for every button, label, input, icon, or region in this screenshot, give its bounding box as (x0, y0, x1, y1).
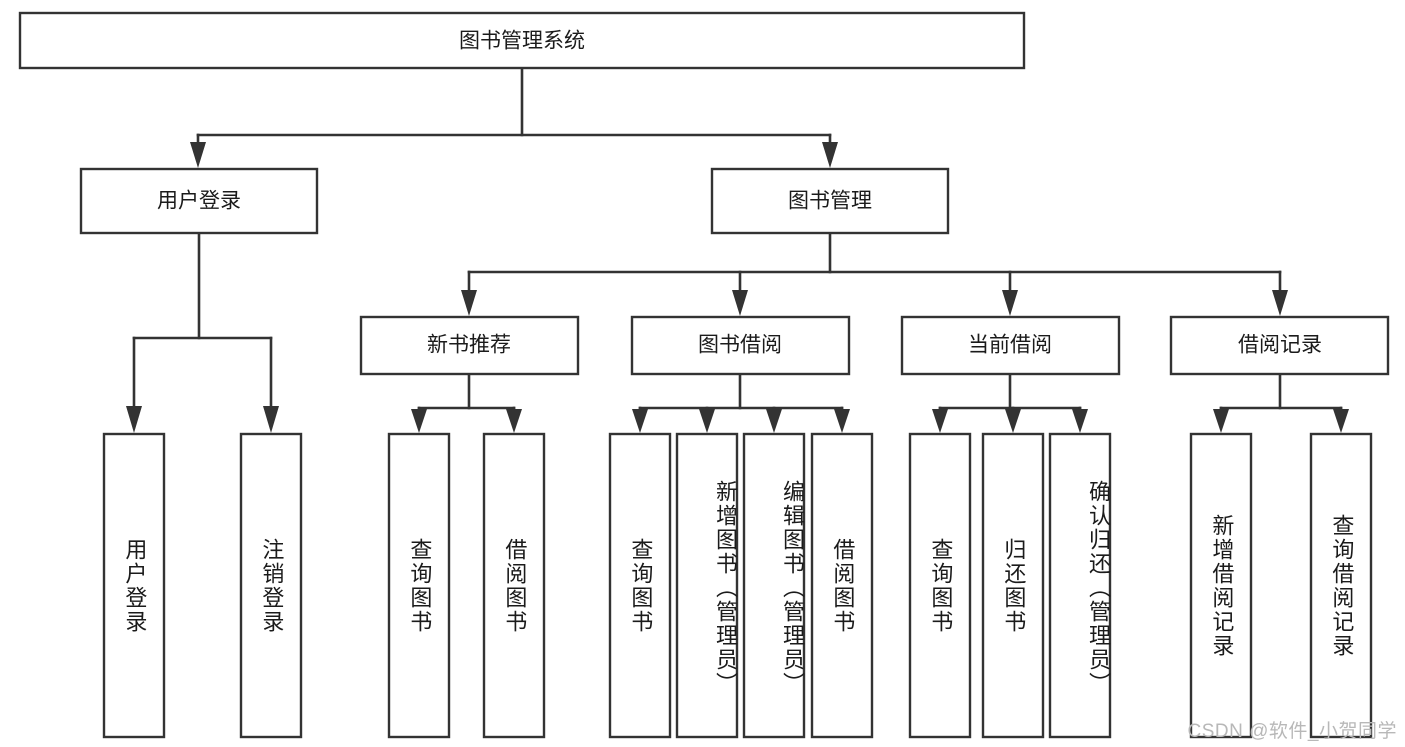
arrow-to-leaf-user-login (126, 406, 142, 433)
arrow-to-leaf-borrow-book-1 (506, 409, 522, 433)
node-layer: 图书管理系统 用户登录 图书管理 新书推荐 图书借阅 当前借阅 借阅记录 (18, 11, 1390, 739)
node-leaf-query-book-2-box[interactable] (608, 432, 672, 739)
node-leaf-edit-book-admin-box[interactable] (742, 432, 806, 739)
node-root-label: 图书管理系统 (459, 30, 585, 53)
arrow-to-leaf-add-borrow-record (1213, 409, 1229, 433)
node-leaf-borrow-book-2-box[interactable] (810, 432, 874, 739)
node-leaf-query-book-1-box[interactable] (387, 432, 451, 739)
arrow-to-current-borrow (1002, 290, 1018, 316)
node-leaf-query-borrow-record-box[interactable] (1309, 432, 1373, 739)
node-current-borrow-box[interactable] (900, 315, 1121, 376)
node-book-manage-label: 图书管理 (788, 190, 872, 213)
node-user-login-label: 用户登录 (157, 190, 241, 213)
node-leaf-return-book-box[interactable] (981, 432, 1045, 739)
node-new-book-recommend-box[interactable] (359, 315, 580, 376)
node-book-borrow-label: 图书借阅 (698, 334, 782, 357)
arrow-to-leaf-query-borrow-record (1333, 409, 1349, 433)
node-leaf-add-borrow-record-box[interactable] (1189, 432, 1253, 739)
node-leaf-user-login-box[interactable] (102, 432, 166, 739)
node-new-book-recommend-label: 新书推荐 (427, 334, 511, 357)
arrow-to-book-manage (822, 142, 838, 168)
node-user-login-box[interactable] (79, 167, 319, 235)
arrow-to-new-book-recommend (461, 290, 477, 316)
arrow-to-leaf-return-book (1005, 409, 1021, 433)
node-book-manage-box[interactable] (710, 167, 950, 235)
arrow-to-leaf-query-book-1 (411, 409, 427, 433)
node-current-borrow-label: 当前借阅 (968, 334, 1052, 357)
node-borrow-record-label: 借阅记录 (1238, 334, 1322, 357)
watermark-text: CSDN @软件_小贺同学 (1187, 721, 1397, 742)
arrow-to-user-login (190, 142, 206, 168)
node-leaf-confirm-return-admin-box[interactable] (1048, 432, 1112, 739)
connector-layer (126, 66, 1349, 433)
node-leaf-query-book-3-box[interactable] (908, 432, 972, 739)
arrow-to-leaf-confirm-return-admin (1072, 409, 1088, 433)
node-leaf-borrow-book-1-box[interactable] (482, 432, 546, 739)
arrow-to-leaf-borrow-book-2 (834, 409, 850, 433)
arrow-to-book-borrow (732, 290, 748, 316)
node-book-borrow-box[interactable] (630, 315, 851, 376)
node-root-box[interactable] (18, 11, 1026, 70)
arrow-to-leaf-query-book-2 (632, 409, 648, 433)
node-leaf-add-book-admin-box[interactable] (675, 432, 739, 739)
node-borrow-record-box[interactable] (1169, 315, 1390, 376)
arrow-to-leaf-user-logout (263, 406, 279, 433)
node-leaf-user-logout-box[interactable] (239, 432, 303, 739)
arrow-to-leaf-query-book-3 (932, 409, 948, 433)
arrow-to-borrow-record (1272, 290, 1288, 316)
arrow-to-leaf-edit-book-admin (766, 409, 782, 433)
arrow-to-leaf-add-book-admin (699, 409, 715, 433)
